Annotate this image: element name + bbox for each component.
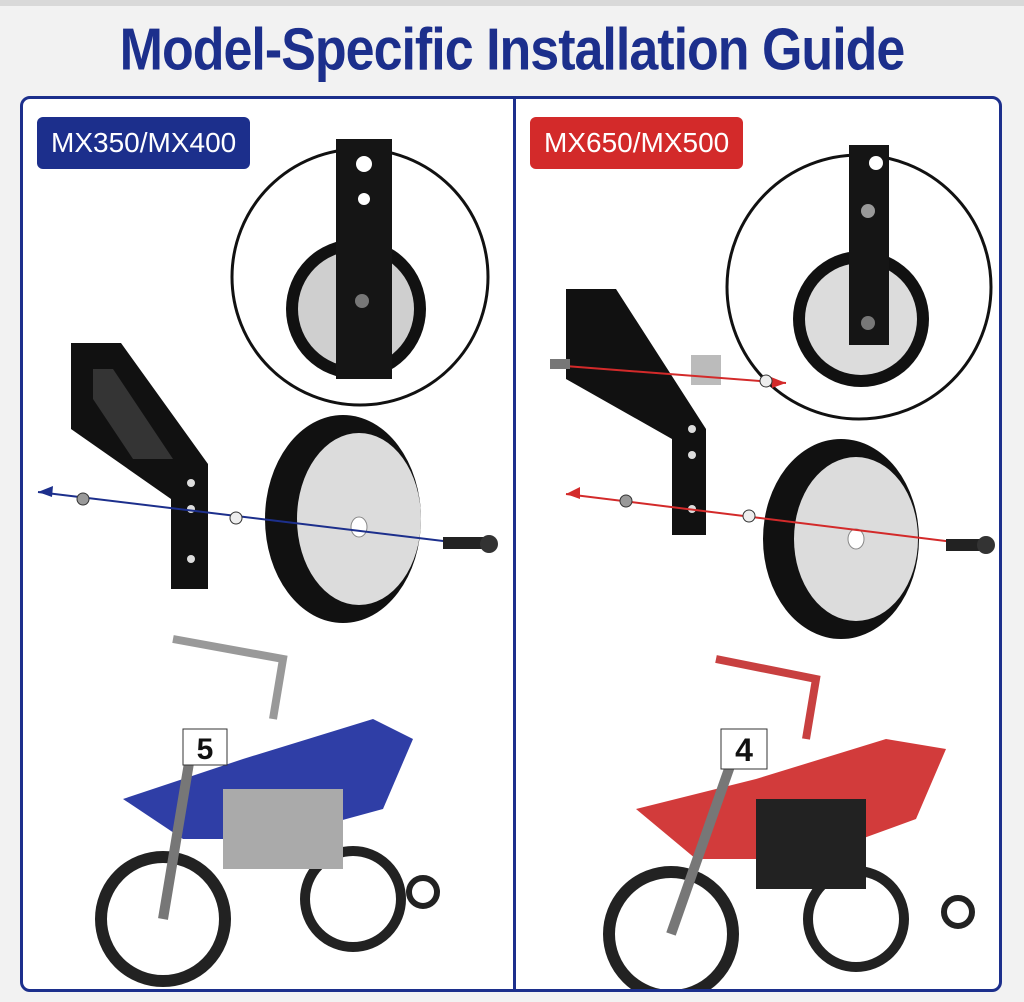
assembly-arrow <box>550 359 995 554</box>
bike-number-plate: 5 <box>197 733 214 766</box>
model-badge-mx650-mx500: MX650/MX500 <box>530 117 744 169</box>
panel-mx350-mx400: 5 MX350/MX400 <box>23 99 513 989</box>
bracket-icon <box>566 289 721 535</box>
training-wheel-icon <box>265 415 421 623</box>
model-badge-mx350-mx400: MX350/MX400 <box>37 117 251 169</box>
detail-zoom-circle <box>230 139 490 407</box>
right-illustration: 4 <box>550 145 995 989</box>
dirt-bike-red: 4 <box>603 655 975 989</box>
dirt-bike-blue: 5 <box>95 635 440 987</box>
panel-divider <box>513 99 516 989</box>
installation-guide-frame: 5 MX350/MX400 <box>20 96 1002 992</box>
panel-mx650-mx500: 4 MX650/MX500 <box>516 99 999 989</box>
top-strip <box>0 0 1024 6</box>
left-illustration: 5 <box>37 139 498 987</box>
bike-number-plate: 4 <box>735 732 753 768</box>
training-wheel-icon <box>763 439 919 639</box>
bracket-icon <box>71 343 208 589</box>
assembly-arrow <box>37 486 498 553</box>
page-title: Model-Specific Installation Guide <box>119 16 906 84</box>
detail-zoom-circle <box>725 145 993 421</box>
